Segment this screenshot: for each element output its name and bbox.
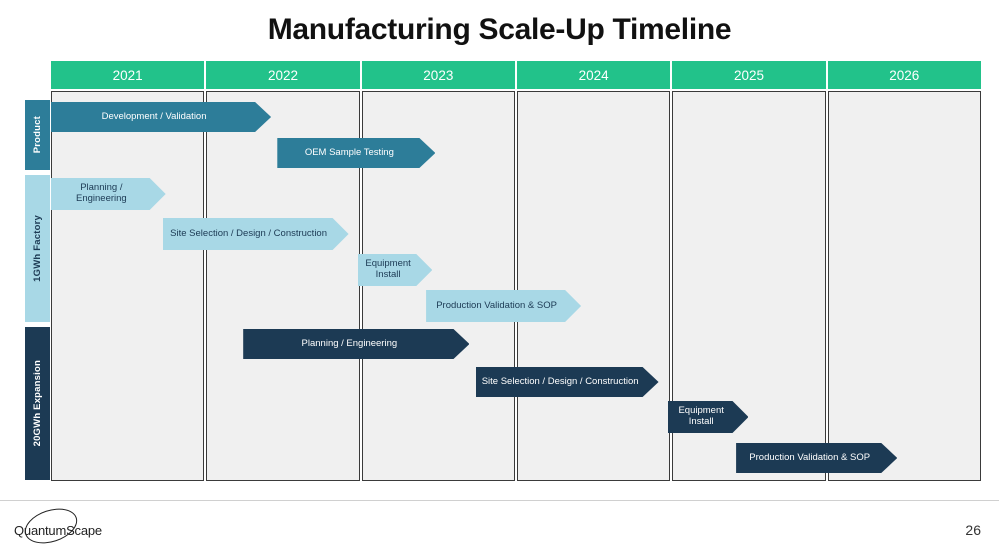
year-cell-2021: 2021	[51, 61, 207, 89]
band-20gwh-expansion-label: 20GWh Expansion	[32, 360, 43, 447]
year-cell-2023: 2023	[361, 61, 517, 89]
band-20gwh-expansion: 20GWh Expansion	[25, 327, 50, 480]
page-number: 26	[965, 522, 981, 538]
task-arrow[interactable]: OEM Sample Testing	[277, 138, 435, 168]
year-cell-2025: 2025	[672, 61, 828, 89]
task-arrow[interactable]: Site Selection / Design / Construction	[476, 367, 659, 397]
timeline-grid	[51, 91, 981, 481]
year-cell-2024: 2024	[516, 61, 673, 89]
page-title: Manufacturing Scale-Up Timeline	[267, 13, 732, 46]
band-1gwh-factory-label: 1GWh Factory	[32, 215, 43, 282]
task-arrow[interactable]: Planning / Engineering	[51, 178, 166, 210]
band-product-label: Product	[32, 116, 43, 154]
task-arrow[interactable]: Production Validation & SOP	[426, 290, 581, 322]
band-1gwh-factory: 1GWh Factory	[25, 175, 50, 322]
quantumscape-logo: QuantumScape	[12, 502, 122, 550]
grid-column-2024	[516, 91, 671, 481]
task-arrow[interactable]: Planning / Engineering	[243, 329, 469, 359]
task-arrow[interactable]: Site Selection / Design / Construction	[163, 218, 349, 250]
task-arrow[interactable]: Equipment Install	[358, 254, 432, 286]
year-cell-2022: 2022	[206, 61, 362, 89]
task-arrow[interactable]: Production Validation & SOP	[736, 443, 897, 473]
year-cell-2026: 2026	[827, 61, 981, 89]
grid-column-2021	[51, 91, 205, 481]
task-arrow[interactable]: Development / Validation	[51, 102, 271, 132]
logo-text: QuantumScape	[14, 523, 102, 538]
band-product: Product	[25, 100, 50, 170]
grid-column-2026	[827, 91, 981, 481]
task-arrow[interactable]: Equipment Install	[668, 401, 749, 433]
footer-divider	[0, 500, 999, 501]
